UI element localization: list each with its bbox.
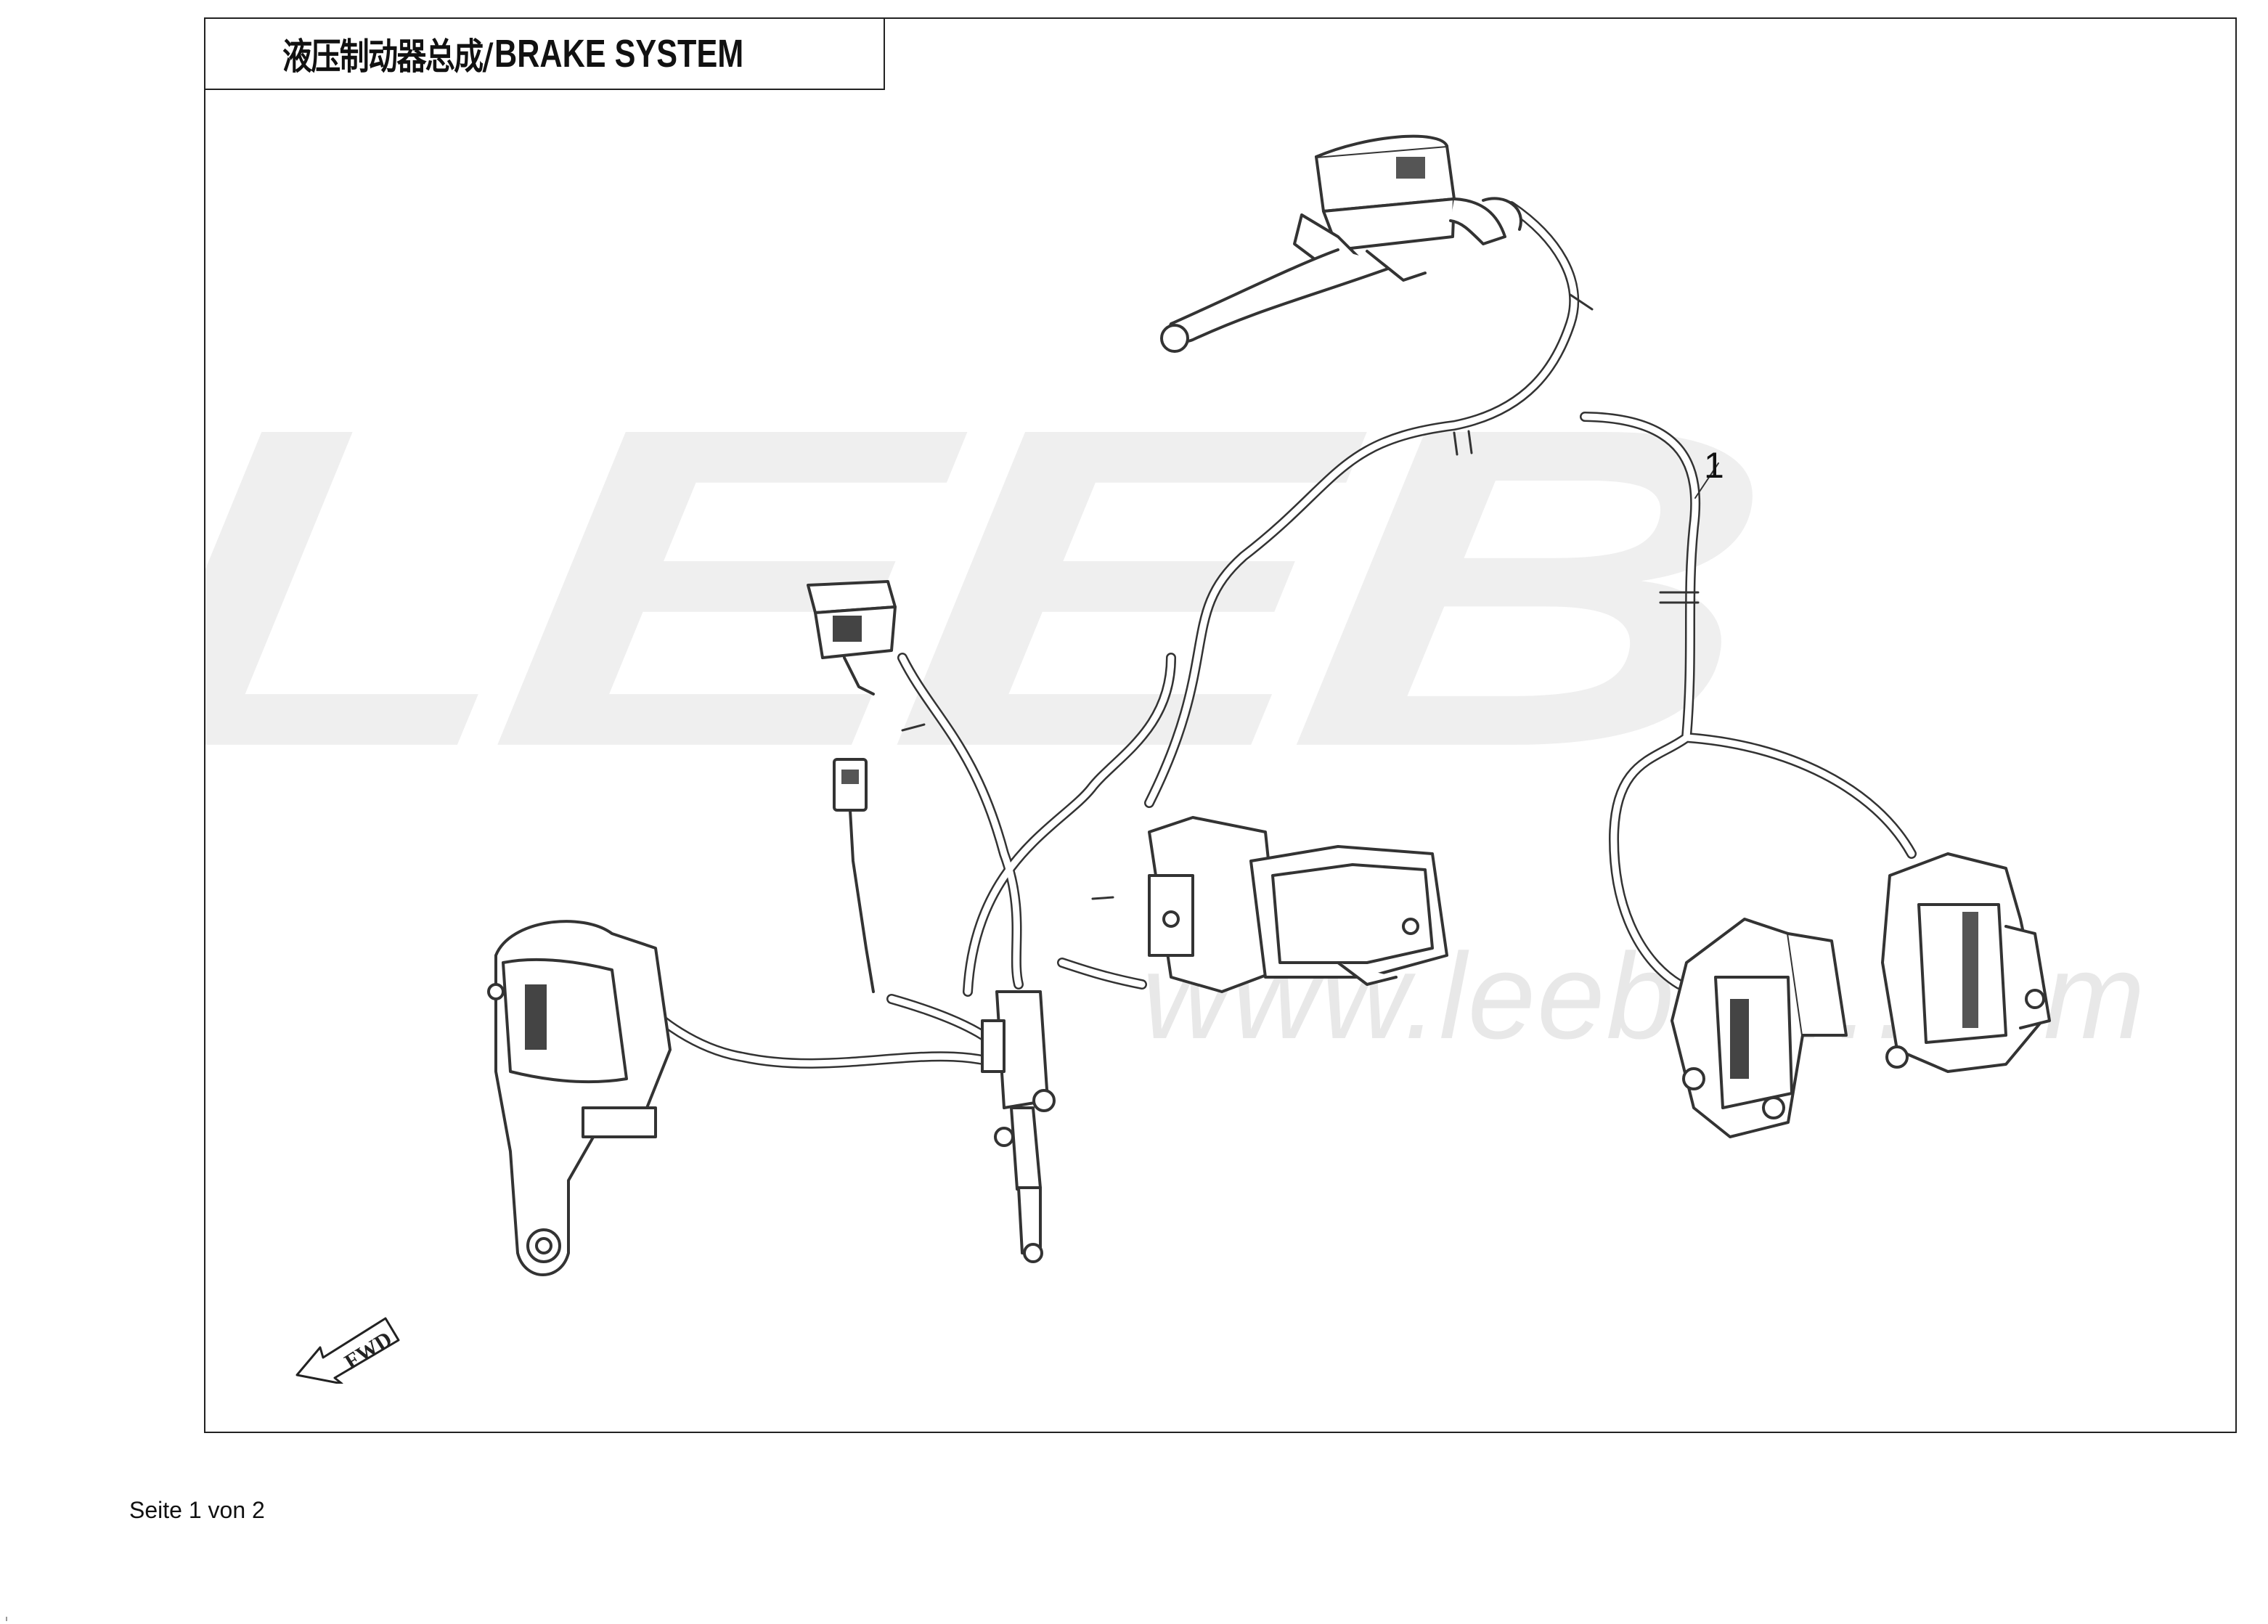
callout-1-label: 1 <box>1704 445 1724 486</box>
callout-1-leader <box>1694 462 1719 499</box>
page-counter: Seite 1 von 2 <box>129 1497 265 1523</box>
front-brake-caliper-left <box>1671 918 1848 1138</box>
brake-hoses <box>629 201 1917 1077</box>
brake-system-drawing <box>487 134 2051 1276</box>
rear-master-cylinder <box>981 990 1056 1263</box>
rear-brake-caliper <box>487 920 672 1276</box>
abs-modulator <box>1148 816 1448 993</box>
title-block: 液压制动器总成/ BRAKE SYSTEM <box>205 19 885 90</box>
front-master-cylinder <box>1160 134 1522 353</box>
corner-mark <box>6 1617 7 1621</box>
rear-brake-reservoir <box>807 580 897 695</box>
fwd-arrow-icon: FWD <box>295 1317 400 1385</box>
title-english: BRAKE SYSTEM <box>494 32 744 76</box>
diagram-frame: LEEB www.leeb-t….com 液压制动器总成/ BRAKE SYST… <box>204 17 2237 1433</box>
sensor-connector <box>833 758 875 993</box>
front-brake-caliper-right <box>1881 852 2051 1073</box>
fwd-direction-arrow: FWD <box>291 1289 422 1385</box>
title-chinese: 液压制动器总成/ <box>282 36 493 78</box>
